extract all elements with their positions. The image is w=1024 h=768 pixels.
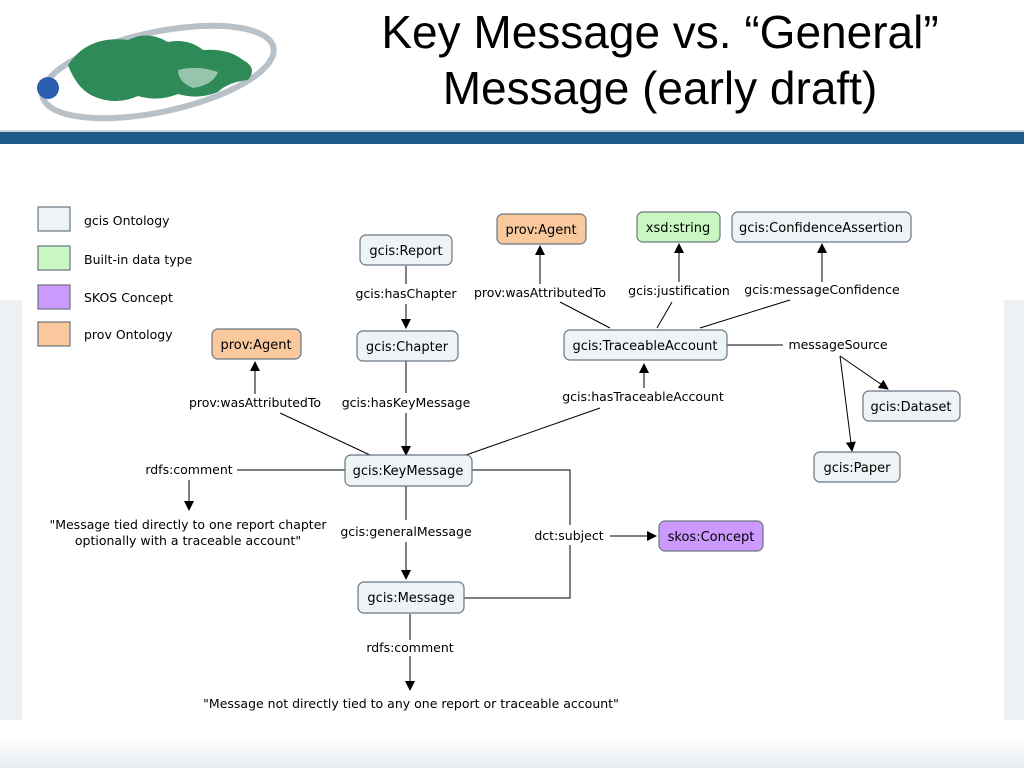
nodes: gcis:Report gcis:Chapter gcis:KeyMessage…: [211, 211, 961, 614]
edge-label-rdfs-comment-message: rdfs:comment: [366, 640, 453, 655]
node-xsd-string: xsd:string: [636, 211, 721, 243]
edge-labels: gcis:hasChapter gcis:hasKeyMessage prov:…: [145, 282, 900, 655]
edge-line: [699, 299, 791, 329]
node-dataset: gcis:Dataset: [862, 390, 961, 422]
edge-line: [656, 301, 673, 329]
edge-line: [464, 545, 571, 599]
node-label-chapter: gcis:Chapter: [366, 340, 449, 355]
key-message-comment-line-1: "Message tied directly to one report cha…: [49, 517, 327, 532]
legend-label-skos: SKOS Concept: [84, 290, 173, 305]
left-edge-fade: [0, 300, 22, 720]
node-label-key-message: gcis:KeyMessage: [353, 464, 464, 479]
node-label-prov-agent-top: prov:Agent: [505, 223, 576, 238]
edges: [184, 243, 889, 691]
node-traceable-account: gcis:TraceableAccount: [563, 329, 728, 361]
edge-label-general-message: gcis:generalMessage: [340, 524, 472, 539]
key-message-comment-line-2: optionally with a traceable account": [75, 533, 301, 548]
legend-item-skos: SKOS Concept: [37, 284, 173, 310]
edge-line: [559, 301, 611, 329]
slide-header: Key Message vs. “General” Message (early…: [0, 0, 1024, 134]
node-label-prov-agent-left: prov:Agent: [220, 338, 291, 353]
node-label-report: gcis:Report: [369, 244, 442, 259]
node-label-paper: gcis:Paper: [824, 461, 892, 476]
edge-label-has-traceable-account: gcis:hasTraceableAccount: [562, 389, 724, 404]
edge-arrow: [839, 355, 856, 452]
node-confidence-assertion: gcis:ConfidenceAssertion: [731, 211, 912, 243]
edge-line: [472, 469, 571, 525]
edge-label-was-attributed-to-top: prov:wasAttributedTo: [474, 285, 606, 300]
node-message: gcis:Message: [357, 581, 465, 614]
message-comment: "Message not directly tied to any one re…: [203, 696, 619, 711]
node-label-dataset: gcis:Dataset: [870, 400, 951, 415]
node-prov-agent-left: prov:Agent: [211, 328, 302, 360]
legend-item-gcis: gcis Ontology: [37, 206, 170, 232]
edge-line: [465, 407, 601, 456]
legend-label-builtin: Built-in data type: [84, 252, 193, 267]
edge-label-message-confidence: gcis:messageConfidence: [744, 282, 900, 297]
comment-literals: "Message tied directly to one report cha…: [49, 517, 618, 711]
node-skos-concept: skos:Concept: [658, 520, 764, 552]
node-label-skos-concept: skos:Concept: [668, 530, 755, 545]
edge-label-justification: gcis:justification: [628, 283, 730, 298]
node-label-traceable-account: gcis:TraceableAccount: [573, 339, 718, 354]
globe-logo-icon: [37, 22, 277, 122]
slide-title-line-2: Message (early draft): [442, 62, 878, 114]
bottom-edge-fade: [0, 735, 1024, 768]
edge-arrow: [839, 355, 889, 390]
node-chapter: gcis:Chapter: [356, 330, 459, 362]
node-label-message: gcis:Message: [367, 591, 454, 606]
legend-item-builtin: Built-in data type: [37, 245, 193, 271]
edge-label-message-source: messageSource: [788, 337, 887, 352]
header-divider-bar: [0, 132, 1024, 144]
edge-label-was-attributed-to-left: prov:wasAttributedTo: [189, 395, 321, 410]
node-prov-agent-top: prov:Agent: [496, 213, 587, 245]
legend-label-gcis: gcis Ontology: [84, 213, 170, 228]
legend: gcis Ontology Built-in data type SKOS Co…: [37, 206, 193, 347]
header-divider-light: [0, 130, 1024, 133]
edge-label-dct-subject: dct:subject: [534, 528, 603, 543]
edge-line: [279, 412, 371, 456]
legend-item-prov: prov Ontology: [37, 321, 173, 347]
slide-title: Key Message vs. “General” Message (early…: [300, 4, 1020, 116]
edge-label-has-chapter: gcis:hasChapter: [355, 286, 457, 301]
right-edge-fade: [1004, 300, 1024, 720]
edge-label-rdfs-comment-key: rdfs:comment: [145, 462, 232, 477]
legend-label-prov: prov Ontology: [84, 327, 173, 342]
edge-label-has-key-message: gcis:hasKeyMessage: [342, 395, 471, 410]
node-label-xsd-string: xsd:string: [646, 221, 710, 236]
node-label-confidence-assertion: gcis:ConfidenceAssertion: [739, 221, 903, 236]
node-key-message: gcis:KeyMessage: [344, 454, 473, 487]
node-paper: gcis:Paper: [813, 451, 901, 483]
slide-title-line-1: Key Message vs. “General”: [381, 6, 939, 58]
node-report: gcis:Report: [359, 234, 453, 266]
